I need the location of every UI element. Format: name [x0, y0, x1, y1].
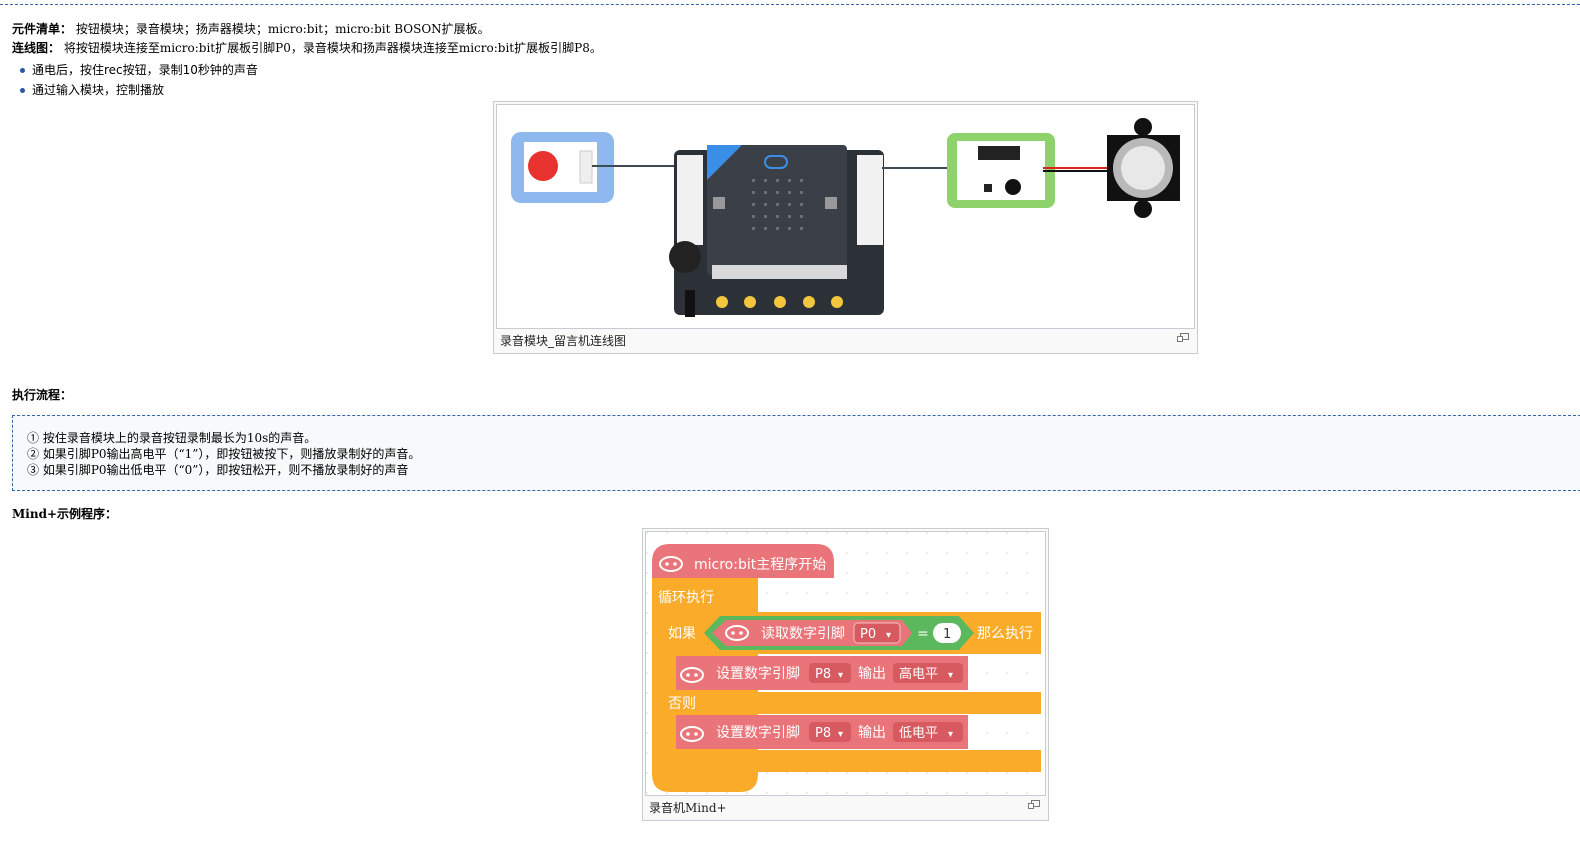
- else-label: 否则: [668, 696, 696, 712]
- microbit-icon: [725, 625, 749, 641]
- pin-out-value: P8: [815, 667, 831, 682]
- loop-label: 循环执行: [658, 590, 714, 606]
- value-text: 1: [943, 627, 951, 642]
- microbit-icon: [659, 556, 683, 572]
- hat-label: micro:bit主程序开始: [694, 557, 826, 573]
- value-input[interactable]: [933, 623, 961, 643]
- components-label: 元件清单：: [12, 22, 73, 36]
- components-text: 按钮模块；录音模块；扬声器模块；micro:bit；micro:bit BOSO…: [75, 22, 490, 36]
- button-module-icon: [511, 132, 614, 203]
- list-item: 通过输入模块，控制播放: [16, 80, 258, 100]
- if-label: 如果: [668, 626, 696, 642]
- hat-block: [652, 544, 834, 578]
- pin-out-dropdown[interactable]: [809, 663, 851, 683]
- set-pin-label: 设置数字引脚: [716, 725, 800, 741]
- figure-caption: 录音机Mind+: [649, 801, 727, 815]
- flow-step: ② 如果引脚P0输出高电平（“1”），即按钮被按下，则播放录制好的声音。: [27, 447, 421, 461]
- microbit-board-icon: [669, 145, 884, 317]
- wiring-line: 连线图： 将按钮模块连接至micro:bit扩展板引脚P0，录音模块和扬声器模块…: [12, 39, 602, 56]
- level-dropdown[interactable]: [893, 663, 963, 683]
- chevron-down-icon: ▾: [838, 670, 843, 681]
- chevron-down-icon: ▾: [886, 630, 891, 641]
- if-end: [662, 750, 1041, 772]
- mind-figure: micro:bit主程序开始 循环执行 如果 读取数字引脚 P0 ▾ = 1 那…: [642, 528, 1049, 821]
- components-line: 元件清单： 按钮模块；录音模块；扬声器模块；micro:bit；micro:bi…: [12, 20, 490, 37]
- pin-out-dropdown[interactable]: [809, 722, 851, 742]
- chevron-down-icon: ▾: [948, 670, 953, 681]
- wiring-figure: 录音模块_留言机连线图: [493, 101, 1198, 354]
- low-value: 低电平: [899, 726, 938, 741]
- flow-step: ③ 如果引脚P0输出低电平（“0”），即按钮松开，则不播放录制好的声音: [27, 463, 409, 477]
- mind-image[interactable]: micro:bit主程序开始 循环执行 如果 读取数字引脚 P0 ▾ = 1 那…: [645, 531, 1046, 796]
- pin-in-value: P0: [860, 627, 876, 642]
- record-module-icon: [947, 133, 1055, 208]
- output-label: 输出: [858, 666, 886, 682]
- feature-list: 通电后，按住rec按钮，录制10秒钟的声音 通过输入模块，控制播放: [16, 60, 258, 100]
- eq-label: =: [917, 626, 929, 642]
- magnify-icon[interactable]: [1177, 333, 1189, 342]
- microbit-icon: [680, 667, 704, 683]
- top-divider: [0, 4, 1580, 5]
- output-label: 输出: [858, 725, 886, 741]
- list-item: 通电后，按住rec按钮，录制10秒钟的声音: [16, 60, 258, 80]
- chevron-down-icon: ▾: [838, 729, 843, 740]
- set-pin-label: 设置数字引脚: [716, 666, 800, 682]
- wiring-image[interactable]: [496, 104, 1195, 329]
- magnify-icon[interactable]: [1028, 800, 1040, 809]
- else-block: [662, 692, 1041, 714]
- pin-in-dropdown[interactable]: [853, 622, 901, 644]
- figure-caption: 录音模块_留言机连线图: [500, 334, 627, 348]
- mind-title: Mind+示例程序：: [12, 507, 118, 521]
- then-label: 那么执行: [977, 626, 1033, 642]
- flow-step: ① 按住录音模块上的录音按钮录制最长为10s的声音。: [27, 431, 317, 445]
- wiring-text: 将按钮模块连接至micro:bit扩展板引脚P0，录音模块和扬声器模块连接至mi…: [63, 41, 602, 55]
- speaker-icon: [1107, 118, 1180, 218]
- high-value: 高电平: [899, 666, 938, 682]
- chevron-down-icon: ▾: [948, 729, 953, 740]
- flow-title: 执行流程：: [12, 388, 73, 402]
- read-pin-label: 读取数字引脚: [761, 625, 845, 642]
- pin-out-value: P8: [815, 726, 831, 741]
- level-dropdown[interactable]: [893, 722, 963, 742]
- wiring-label: 连线图：: [12, 41, 61, 55]
- microbit-icon: [680, 726, 704, 742]
- flow-box: ① 按住录音模块上的录音按钮录制最长为10s的声音。 ② 如果引脚P0输出高电平…: [12, 415, 1580, 491]
